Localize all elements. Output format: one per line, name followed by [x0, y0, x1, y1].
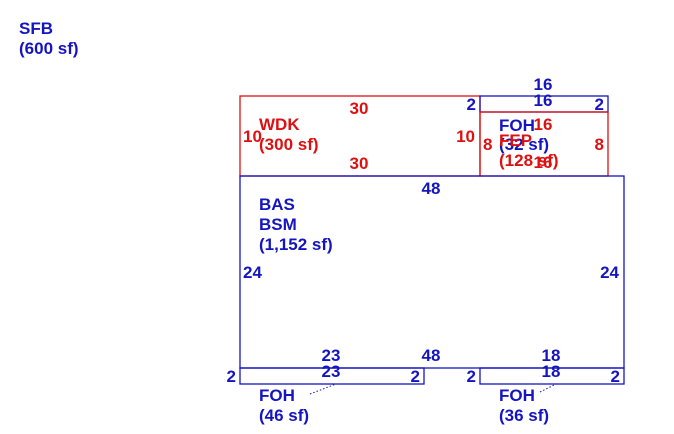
- fep-dim-top: 16: [534, 115, 553, 134]
- bas-outline: [239, 175, 625, 369]
- foh-left-dim-outer: 23: [322, 346, 341, 365]
- foh-right-leader: [539, 383, 557, 393]
- fep-dim-bottom: 16: [534, 153, 553, 172]
- wdk-code: WDK: [259, 115, 300, 134]
- bas-code-2: BSM: [259, 215, 297, 234]
- summary-code: SFB: [19, 19, 53, 38]
- fep-dim-left: 8: [483, 135, 492, 154]
- foh-right-outline: [479, 367, 625, 385]
- wdk-dim-right: 10: [456, 127, 475, 146]
- foh-top-dim-outer: 16: [534, 75, 553, 94]
- bas-dim-left: 24: [243, 263, 262, 282]
- foh-top-dim-right: 2: [595, 95, 604, 114]
- foh-top-code: FOH: [499, 116, 535, 135]
- foh-left-outline: [239, 367, 425, 385]
- wdk-area: (300 sf): [259, 135, 319, 154]
- bas-dim-right: 24: [600, 263, 619, 282]
- foh-left-area: (46 sf): [259, 406, 309, 425]
- foh-right-dim-right: 2: [611, 367, 620, 386]
- foh-left-code: FOH: [259, 386, 295, 405]
- wdk-dim-bottom: 30: [350, 154, 369, 173]
- foh-right-dim-left: 2: [467, 367, 476, 386]
- wdk-dim-corner: 2: [467, 95, 476, 114]
- foh-left-leader: [309, 383, 337, 395]
- fep-dim-right: 8: [595, 135, 604, 154]
- fep-area: (128 sf): [499, 151, 559, 170]
- foh-right-area: (36 sf): [499, 406, 549, 425]
- foh-left-dim-inner: 23: [322, 362, 341, 381]
- wdk-dim-left: 10: [243, 127, 262, 146]
- foh-right-code: FOH: [499, 386, 535, 405]
- foh-top-dim-inner: 16: [534, 91, 553, 110]
- wdk-dim-top: 30: [350, 99, 369, 118]
- foh-left-dim-right: 2: [411, 367, 420, 386]
- bas-code-1: BAS: [259, 195, 295, 214]
- bas-dim-top: 48: [422, 179, 441, 198]
- fep-code: FEP: [499, 131, 532, 150]
- foh-top-area: (32 sf): [499, 135, 549, 154]
- summary-area: (600 sf): [19, 39, 79, 58]
- foh-left-dim-left: 2: [227, 367, 236, 386]
- foh-right-dim-outer: 18: [542, 346, 561, 365]
- bas-area: (1,152 sf): [259, 235, 333, 254]
- foh-right-dim-inner: 18: [542, 362, 561, 381]
- bas-dim-bottom: 48: [422, 346, 441, 365]
